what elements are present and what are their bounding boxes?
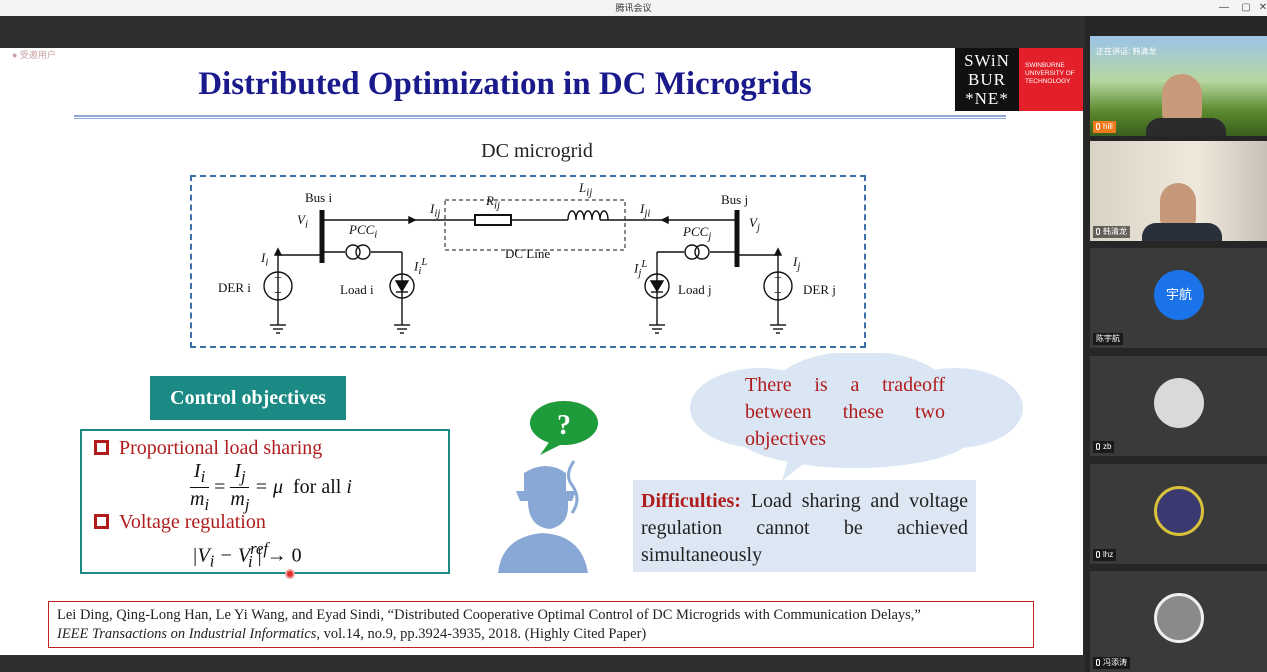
close-button[interactable]: ✕ [1258,2,1267,13]
participant-face [1162,74,1202,122]
difficulties-box: Difficulties: Load sharing and voltage r… [633,480,976,572]
bullet-load-sharing: Proportional load sharing [94,437,322,460]
participant-name-hanqinglong: 韩清龙 [1093,226,1130,238]
circuit-frame [190,175,866,348]
thinking-man-figure: ? [498,401,598,573]
mic-icon [1096,443,1100,450]
participant-name-hill: hill [1093,121,1116,133]
participant-tile-chenyuhang[interactable]: 宇航 陈宇航 [1090,248,1267,348]
participant-tile-lhz[interactable]: lhz [1090,464,1267,564]
participant-tile-hanqinglong[interactable]: 韩清龙 [1090,141,1267,241]
vi-label: Vi [297,212,308,231]
slide-title: Distributed Optimization in DC Microgrid… [198,66,812,102]
share-watermark: ● 受邀用户 [12,50,56,60]
meeting-bottom-strip [0,655,1085,672]
participant-shoulders [1146,118,1226,136]
iij-label: Iij [430,201,441,220]
speaking-indicator: 正在讲话: 韩清龙 [1096,47,1157,56]
title-underline [74,115,1006,119]
bus-j-label: Bus j [721,192,749,207]
participant-face [1160,183,1196,227]
difficulties-text: Load sharing and voltage regulation cann… [641,490,968,566]
minimize-button[interactable]: — [1219,2,1229,13]
difficulties-label: Difficulties: [641,490,741,512]
reference-line-2: IEEE Transactions on Industrial Informat… [57,626,647,642]
tradeoff-text: There is a tradeoff between these two ob… [745,374,945,450]
circuit-diagram: + − + − [263,199,793,334]
ij-label: Ij [793,254,801,273]
mic-icon [1096,659,1100,666]
vj-label: Vj [749,215,760,234]
resistor-rij [474,214,512,226]
il-j-label: IjL [634,258,648,279]
shared-slide: ● 受邀用户 Distributed Optimization in DC Mi… [0,48,1083,655]
dc-line-label: DC Line [505,246,551,261]
dc-line-box [444,199,626,251]
participant-name-lhz: lhz [1093,549,1117,561]
der-j-label: DER j [803,282,836,297]
mic-icon [1096,228,1100,235]
participant-name-zb: zb [1093,441,1115,453]
maximize-button[interactable]: ▢ [1241,2,1251,13]
window-title: 腾讯会议 [615,3,652,13]
participant-tile-hill[interactable]: 正在讲话: 韩清龙 hill [1090,36,1267,136]
iji-label: Iji [640,201,651,220]
participant-tile-zb[interactable]: zb [1090,356,1267,456]
swinburne-logo: SWiN BUR *NE* SWINBURNE UNIVERSITY OF TE… [955,48,1083,111]
bus-i-label: Bus i [305,190,333,205]
der-i-minus: − [274,286,282,301]
load-i-label: Load i [340,282,374,297]
participants-sidebar: 正在讲话: 韩清龙 hill 韩清龙 宇航 陈宇航 zb lhz 冯添涛 [1085,16,1267,672]
pcc-j-label: PCCj [683,224,712,243]
question-mark-icon: ? [557,410,571,441]
meeting-top-strip [0,16,1085,48]
participant-avatar [1154,486,1204,536]
der-i-plus: + [274,271,282,286]
formula-voltage-regulation: |Vi − Vrefi | → 0 [192,539,302,571]
question-bubble [530,401,598,445]
der-j-minus: − [774,286,782,301]
bullet-square-icon [94,440,109,455]
load-j-label: Load j [678,282,712,297]
laser-pointer [285,569,295,579]
window-titlebar: 腾讯会议 — ▢ ✕ [0,0,1267,16]
participant-tile-fengtiantao[interactable]: 冯添涛 [1090,571,1267,672]
bullet-square-icon [94,514,109,529]
der-j-plus: + [774,271,782,286]
participant-avatar [1154,378,1204,428]
participant-avatar: 宇航 [1154,270,1204,320]
reference-line-1: Lei Ding, Qing-Long Han, Le Yi Wang, and… [57,607,921,623]
il-i-label: IiL [414,256,428,277]
logo-wordmark: SWiN BUR *NE* [955,48,1019,111]
participant-avatar [1154,593,1204,643]
control-objectives-heading: Control objectives [150,376,346,420]
ii-label: Ii [261,250,269,269]
participant-name-fengtiantao: 冯添涛 [1093,657,1130,669]
logo-university-text: SWINBURNE UNIVERSITY OF TECHNOLOGY [1019,48,1083,111]
mic-icon [1096,551,1100,558]
rij-label: Rij [486,193,500,212]
lij-label: Lij [579,180,593,199]
participant-name-chenyuhang: 陈宇航 [1093,333,1123,345]
reference-box: Lei Ding, Qing-Long Han, Le Yi Wang, and… [48,601,1034,648]
thought-cloud [690,353,1023,481]
pcc-i-label: PCCi [349,222,378,241]
participant-shoulders [1142,223,1222,241]
der-i-label: DER i [218,280,251,295]
circuit-heading: DC microgrid [481,140,593,162]
bullet-voltage-regulation: Voltage regulation [94,511,266,534]
mic-icon [1096,123,1100,130]
inductor-lij [567,210,609,221]
